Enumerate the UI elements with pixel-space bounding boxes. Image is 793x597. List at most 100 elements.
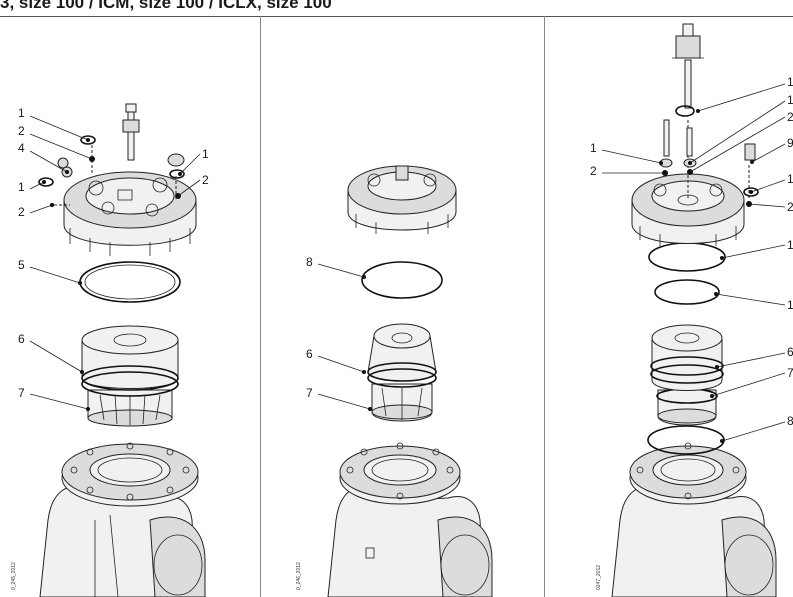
leader-line [29, 204, 53, 214]
leader-line [179, 153, 201, 175]
leader-dot [86, 407, 90, 411]
callout-label: 7 [306, 386, 313, 400]
callout-label: 7 [787, 366, 793, 380]
cartridge-insert [87, 389, 173, 427]
leader-dot [715, 365, 719, 369]
callout-label: 1 [787, 75, 793, 89]
leader-dot [696, 109, 700, 113]
leader-dot [368, 407, 372, 411]
leader-dot [178, 172, 182, 176]
leader-dot [720, 256, 724, 260]
leader-line [29, 393, 89, 410]
leader-dot [78, 281, 82, 285]
leader-dot [749, 190, 753, 194]
seal-parts-panel-1 [38, 135, 185, 207]
leader-line [689, 100, 786, 164]
o-ring [361, 261, 443, 299]
leader-dot [659, 161, 663, 165]
callout-label: 1 [787, 238, 793, 252]
panel-2-drawing [327, 165, 493, 597]
leader-dot [362, 275, 366, 279]
function-module [81, 325, 179, 397]
leader-line [177, 179, 201, 197]
callout-label: 8 [306, 255, 313, 269]
callout-label: 1 [202, 147, 209, 161]
leader-line [748, 203, 786, 208]
leader-line [29, 115, 89, 141]
o-rings-upper [648, 242, 726, 305]
leader-line [29, 181, 45, 190]
leader-dot [176, 194, 180, 198]
callout-label: 5 [18, 258, 25, 272]
leader-dot [750, 160, 754, 164]
leader-line [721, 244, 786, 259]
panel-divider-1 [260, 16, 261, 597]
callout-label: 1 [18, 180, 25, 194]
function-module [367, 323, 437, 388]
panel-1-drawing [38, 103, 206, 597]
callout-label: 2 [787, 200, 793, 214]
top-cover [63, 171, 197, 256]
leader-line [317, 263, 365, 278]
callout-label: 1 [590, 141, 597, 155]
panel-divider-2 [544, 16, 545, 597]
title-rule [0, 16, 793, 17]
callout-label: 2 [590, 164, 597, 178]
leader-line [711, 372, 786, 397]
callout-label: 9 [787, 136, 793, 150]
actuator-adapter [672, 23, 704, 200]
leader-dot [688, 161, 692, 165]
callout-label: 2 [18, 205, 25, 219]
callout-label: 1 [787, 298, 793, 312]
leader-dot [80, 370, 84, 374]
leader-dot [688, 170, 692, 174]
leader-dot [710, 394, 714, 398]
leader-line [689, 116, 786, 173]
leader-line [29, 340, 83, 373]
leader-dot [50, 203, 54, 207]
page-title: 3, size 100 / ICM, size 100 / ICLX, size… [0, 0, 332, 12]
function-module [650, 324, 724, 391]
top-cover [631, 173, 745, 246]
leader-dot [86, 138, 90, 142]
callout-label: 2 [202, 173, 209, 187]
leader-line [317, 393, 371, 410]
leader-dot [663, 171, 667, 175]
seal-parts-panel-3 [659, 119, 759, 207]
callout-label: 4 [18, 141, 25, 155]
callout-label: 6 [787, 345, 793, 359]
drawing-number-2: 0_246_2012 [296, 562, 302, 590]
valve-body [611, 442, 777, 597]
leader-dot [90, 157, 94, 161]
leader-line [716, 352, 786, 368]
callout-label: 7 [18, 386, 25, 400]
leader-line [29, 266, 81, 284]
valve-body [327, 442, 493, 597]
callout-label: 1 [787, 93, 793, 107]
leader-line [721, 421, 786, 442]
drawing-number-1: 0_245_2012 [11, 562, 17, 590]
callout-label: 2 [787, 110, 793, 124]
leader-line [29, 150, 68, 173]
top-cover [347, 165, 457, 234]
leader-line [751, 143, 786, 163]
callout-label: 6 [18, 332, 25, 346]
callout-label: 2 [18, 124, 25, 138]
leader-dot [362, 370, 366, 374]
leader-line [601, 149, 662, 164]
leader-line [29, 133, 93, 160]
manual-spindle [122, 103, 140, 161]
flange-gasket [79, 261, 181, 303]
leader-dot [65, 170, 69, 174]
callout-label: 6 [306, 347, 313, 361]
callout-label: 8 [787, 414, 793, 428]
valve-body [39, 442, 206, 597]
callout-label: 1 [787, 172, 793, 186]
drawing-number-3: 0247_2012 [596, 565, 602, 590]
cartridge-insert [371, 383, 433, 422]
leader-dot [714, 292, 718, 296]
leader-line [750, 179, 786, 193]
leader-dot [42, 180, 46, 184]
leader-line [317, 355, 365, 373]
